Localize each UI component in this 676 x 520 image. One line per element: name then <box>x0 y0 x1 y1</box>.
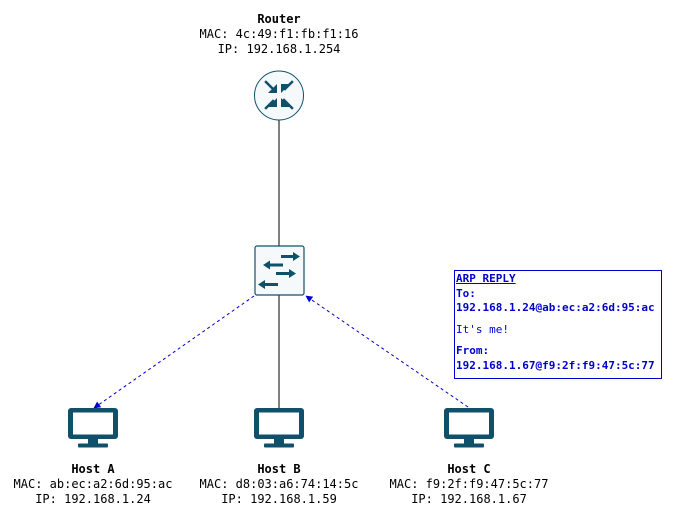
arp-to-label: To: <box>456 286 476 300</box>
arrow-switch-to-host-a <box>93 295 255 409</box>
arp-reply-heading: ARP REPLY <box>456 272 516 285</box>
arp-to-value: 192.168.1.24@ab:ec:a2:6d:95:ac <box>456 301 655 314</box>
host-c-title: Host C <box>447 462 491 476</box>
host-a-monitor-icon[interactable] <box>68 408 118 448</box>
host-a-ip: IP: 192.168.1.24 <box>35 492 151 506</box>
host-c-ip: IP: 192.168.1.67 <box>411 492 527 506</box>
arrow-host-c-to-switch <box>305 295 469 408</box>
host-c-mac: MAC: f9:2f:f9:47:5c:77 <box>389 477 549 491</box>
arp-from-label: From: <box>456 344 490 357</box>
router-ip: IP: 192.168.1.254 <box>217 42 341 56</box>
router-mac: MAC: 4c:49:f1:fb:f1:16 <box>199 27 359 41</box>
arp-from-value: 192.168.1.67@f9:2f:f9:47:5c:77 <box>456 358 655 372</box>
router-label: Router MAC: 4c:49:f1:fb:f1:16 IP: 192.16… <box>179 12 379 57</box>
host-c-label: Host C MAC: f9:2f:f9:47:5c:77 IP: 192.16… <box>369 462 569 507</box>
host-a-label: Host A MAC: ab:ec:a2:6d:95:ac IP: 192.16… <box>0 462 193 507</box>
arp-message: It's me! <box>456 322 509 336</box>
host-b-mac: MAC: d8:03:a6:74:14:5c <box>199 477 359 491</box>
router-icon[interactable] <box>254 70 304 121</box>
host-b-monitor-icon[interactable] <box>254 408 304 448</box>
host-a-mac: MAC: ab:ec:a2:6d:95:ac <box>13 477 173 491</box>
host-c-monitor-icon[interactable] <box>444 408 494 448</box>
host-b-ip: IP: 192.168.1.59 <box>221 492 337 506</box>
router-title: Router <box>257 12 301 26</box>
switch-icon[interactable] <box>254 245 305 296</box>
host-b-label: Host B MAC: d8:03:a6:74:14:5c IP: 192.16… <box>179 462 379 507</box>
host-b-title: Host B <box>257 462 301 476</box>
host-a-title: Host A <box>71 462 115 476</box>
arp-reply-box: ARP REPLY To: 192.168.1.24@ab:ec:a2:6d:9… <box>454 270 662 379</box>
